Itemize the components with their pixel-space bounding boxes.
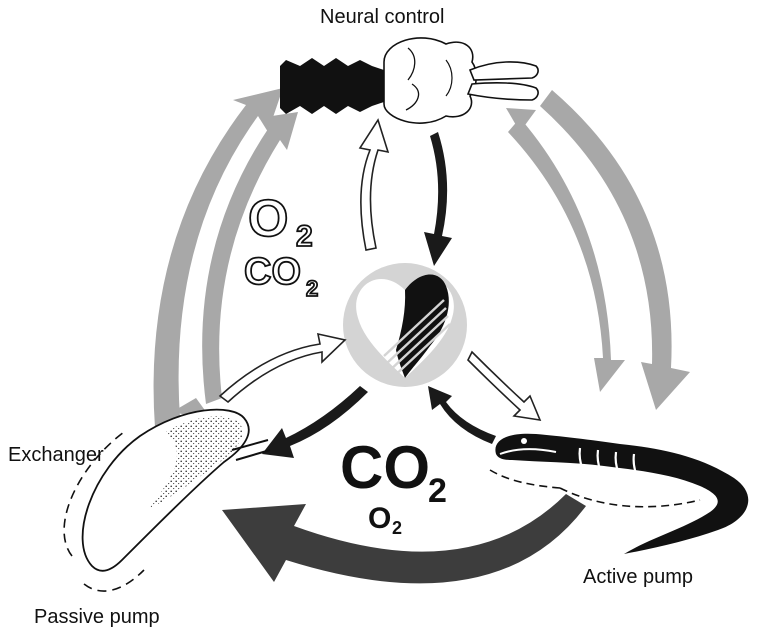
passive-pump-label: Passive pump [34,606,160,628]
bold-o2-label: O [368,502,391,535]
heart-to-brain-arrow [358,118,390,251]
outlined-co2-label: CO [244,251,301,293]
snake-to-heart-arrow [428,386,496,444]
lung-icon [63,408,271,592]
neural-control-label: Neural control [320,6,445,28]
outlined-o2-label: O [248,190,288,248]
bold-o2-subscript: 2 [392,518,402,538]
heart-to-lung-arrow [262,386,368,458]
snake-icon [489,433,749,554]
bottom-arrow [222,494,586,584]
heart-icon [343,263,467,387]
bold-co2-label: CO [340,434,430,501]
outlined-co2-subscript: 2 [306,276,318,301]
exchanger-label: Exchanger [8,444,104,466]
bold-co2-subscript: 2 [428,472,447,510]
brain-icon [280,37,539,124]
outlined-gas-labels: O 2 CO 2 [243,189,319,302]
right-double-arrow [506,90,690,410]
bold-gas-labels: CO 2 O 2 [340,434,447,538]
brain-to-heart-arrow [424,132,452,266]
lung-to-heart-arrow [218,332,347,404]
heart-to-snake-arrow [467,350,542,422]
active-pump-label: Active pump [583,566,694,588]
outlined-o2-subscript: 2 [296,220,313,253]
